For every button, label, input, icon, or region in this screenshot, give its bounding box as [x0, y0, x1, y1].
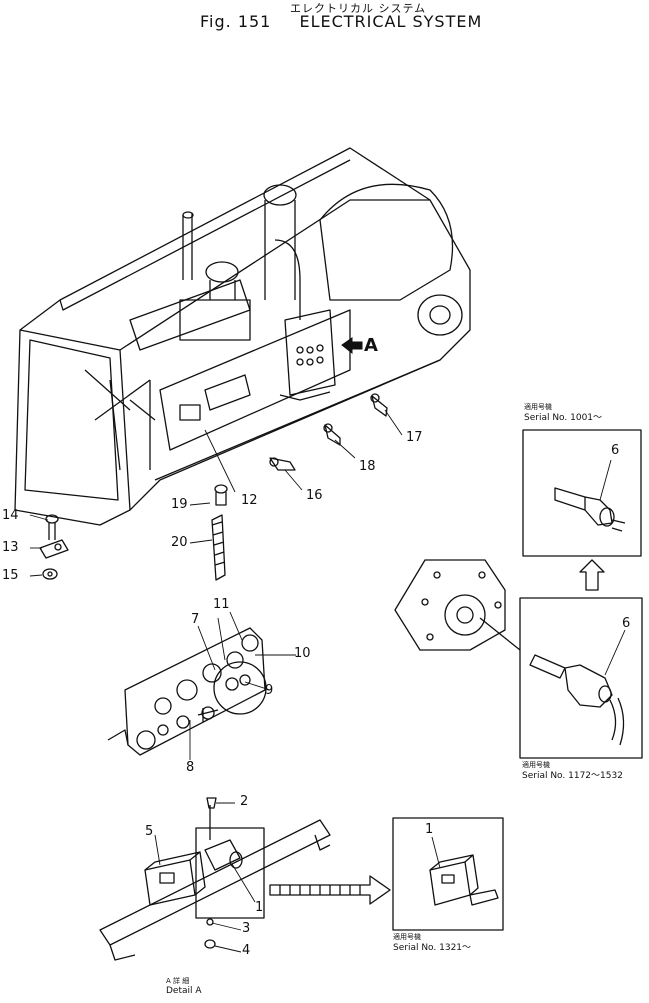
callout-8: 8 [186, 760, 195, 775]
callout-7: 7 [191, 612, 200, 627]
leader-lines [29, 409, 626, 953]
callout-11: 11 [213, 597, 230, 612]
callout-13: 13 [2, 540, 19, 555]
callout-2: 2 [240, 794, 249, 809]
callout-10: 10 [294, 646, 311, 661]
serial-jp: 適用号機 [393, 933, 421, 941]
callout-15: 15 [2, 568, 19, 583]
callout-1: 1 [255, 900, 264, 915]
view-marker-label: A [364, 335, 378, 356]
figure-title: Fig. 151 ELECTRICAL SYSTEM [200, 12, 482, 31]
serial-jp: 適用号機 [524, 403, 552, 411]
callout-14: 14 [2, 508, 19, 523]
callout-19: 19 [171, 497, 188, 512]
serial-label-middle-right: 適用号機 Serial No. 1172～1532 [522, 760, 623, 782]
detail-box-bottom-right [392, 817, 504, 931]
callout-20: 20 [171, 535, 188, 550]
callout-3: 3 [242, 921, 251, 936]
detail-a-label: A 詳 細 Detail A [166, 976, 202, 996]
serial-number: Serial No. 1321～ [393, 943, 472, 953]
callout-12: 12 [241, 493, 258, 508]
callout-16: 16 [306, 488, 323, 503]
sensor-middle [529, 654, 625, 746]
callout-18: 18 [359, 459, 376, 474]
relay-detail [429, 854, 499, 906]
detail-a-assembly [99, 797, 331, 961]
title-japanese: エレクトリカル システム [290, 2, 427, 15]
detail-name: Detail A [166, 986, 202, 996]
figure-name: ELECTRICAL SYSTEM [299, 12, 483, 31]
callout-6: 6 [622, 616, 631, 631]
serial-label-bottom-right: 適用号機 Serial No. 1321～ [393, 932, 471, 954]
engine-components [84, 183, 463, 471]
detail-arrow [269, 875, 391, 905]
callout-6: 6 [611, 443, 620, 458]
detail-box-middle-right [519, 597, 643, 759]
detail-jp: A 詳 細 [166, 977, 190, 985]
serial-number: Serial No. 1001～ [524, 413, 603, 423]
figure-number: Fig. 151 [200, 12, 272, 31]
small-parts [39, 393, 388, 581]
callout-17: 17 [406, 430, 423, 445]
callout-9: 9 [265, 683, 274, 698]
callout-5: 5 [145, 824, 154, 839]
serial-label-top-right: 適用号機 Serial No. 1001～ [524, 402, 602, 424]
callout-4: 4 [242, 943, 251, 958]
serial-jp: 適用号機 [522, 761, 550, 769]
callout-1: 1 [425, 822, 434, 837]
instrument-panel [107, 627, 267, 756]
serial-number: Serial No. 1172～1532 [522, 771, 623, 781]
view-arrow [341, 337, 363, 355]
flywheel-housing [394, 559, 521, 651]
upgrade-arrow [579, 559, 605, 591]
sensor-top [554, 487, 626, 532]
detail-box-top-right [522, 429, 642, 557]
tractor-body [14, 147, 471, 526]
